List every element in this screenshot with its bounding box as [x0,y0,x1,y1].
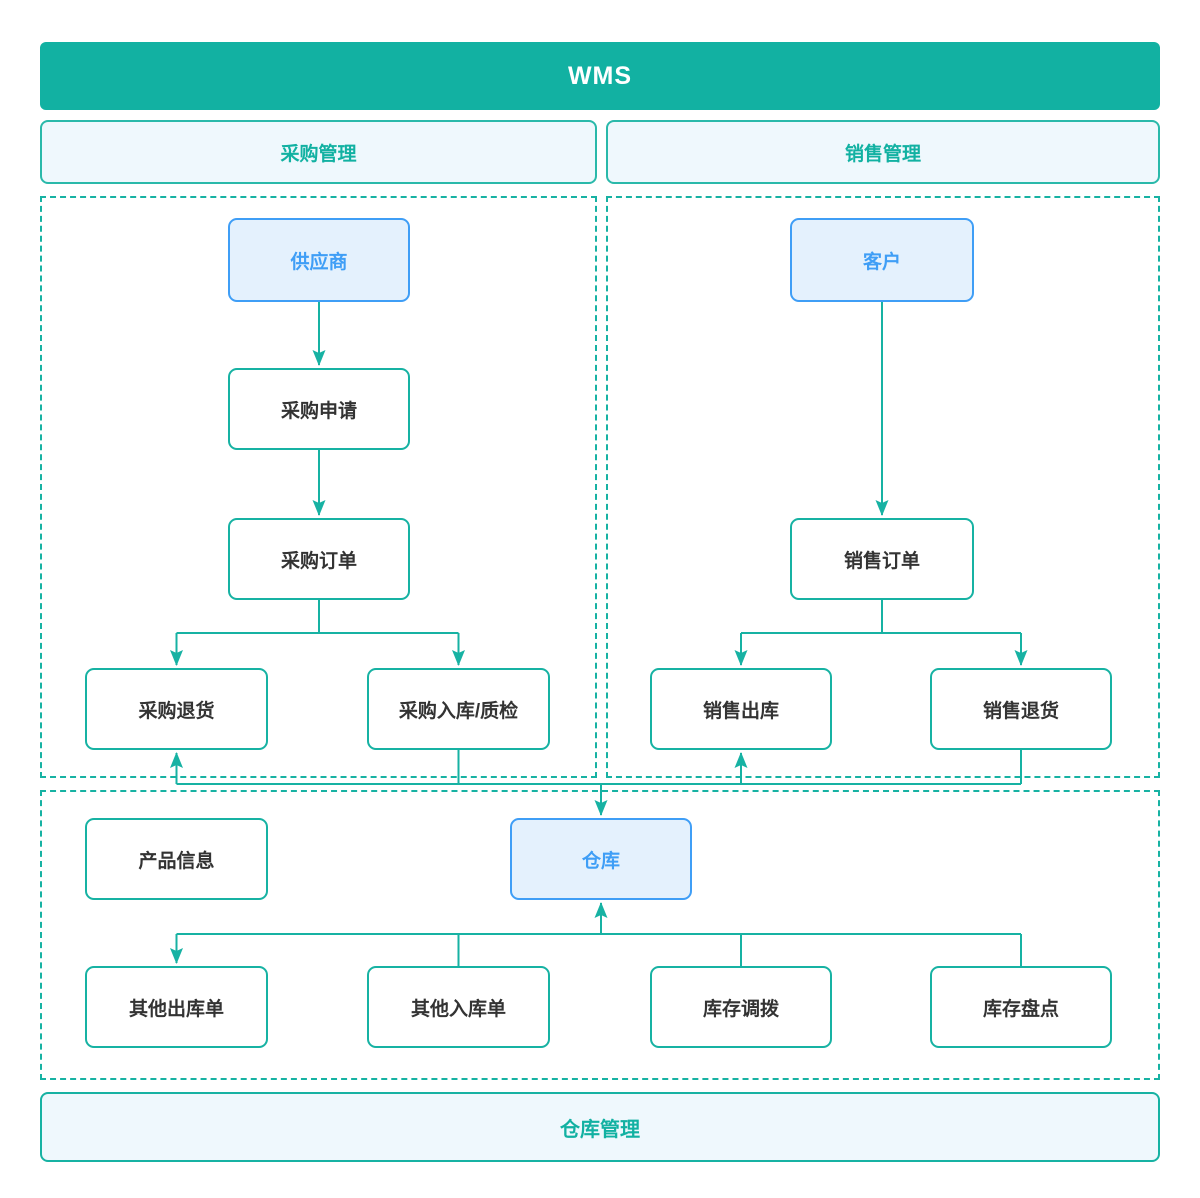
node-other-inbound: 其他入库单 [367,966,550,1048]
node-sales-return: 销售退货 [930,668,1112,750]
node-purchase-inbound-qc: 采购入库/质检 [367,668,550,750]
wms-title-bar: WMS [40,42,1160,110]
section-header-purchase: 采购管理 [40,120,597,184]
node-other-outbound: 其他出库单 [85,966,268,1048]
node-sales-outbound: 销售出库 [650,668,832,750]
warehouse-management-footer: 仓库管理 [40,1092,1160,1162]
node-warehouse: 仓库 [510,818,692,900]
section-header-sales: 销售管理 [606,120,1160,184]
node-sales-order: 销售订单 [790,518,974,600]
node-customer: 客户 [790,218,974,302]
node-purchase-request: 采购申请 [228,368,410,450]
node-supplier: 供应商 [228,218,410,302]
node-product-info: 产品信息 [85,818,268,900]
node-stock-transfer: 库存调拨 [650,966,832,1048]
node-purchase-return: 采购退货 [85,668,268,750]
node-purchase-order: 采购订单 [228,518,410,600]
purchase-section-border [40,196,597,778]
node-stock-count: 库存盘点 [930,966,1112,1048]
sales-section-border [606,196,1160,778]
